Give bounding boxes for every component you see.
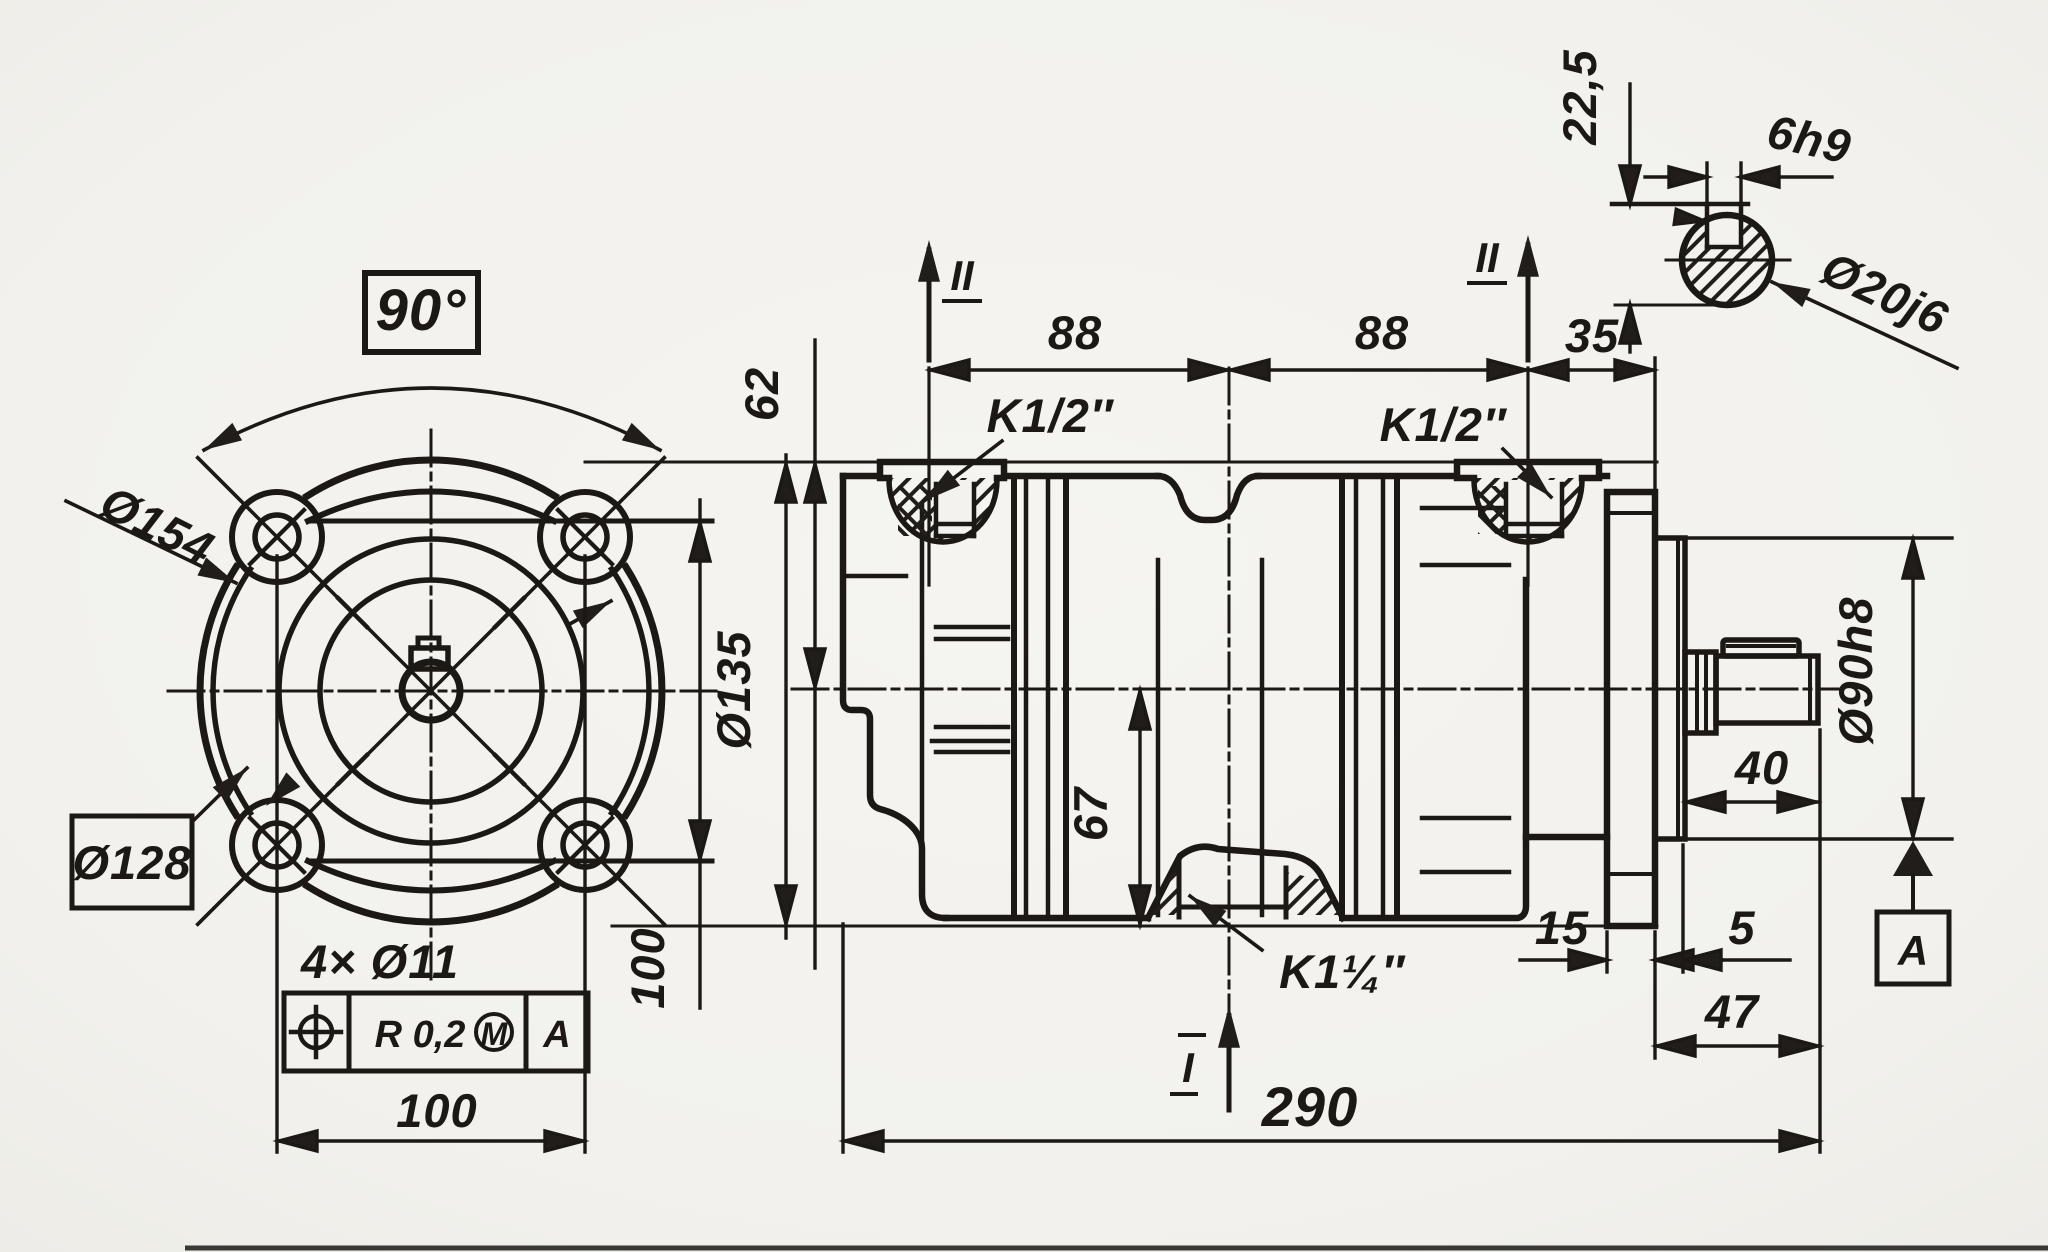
port-label-k12-2: K1/2″ [1380,398,1559,505]
shaft-end-front [398,635,464,724]
dim-spigot-128: Ø128 [69,760,301,911]
dim-dia-135: Ø135 [707,453,798,940]
flange-bridge-arcs [303,488,559,894]
label-k114: K1¼″ [1279,945,1406,998]
dim-290: 290 [841,922,1822,1154]
side-view: II II I 88 88 35 62 [583,234,1954,1154]
label-angle-90: 90° [376,278,467,343]
body-circles [276,536,586,846]
port-k12-1 [877,459,1007,545]
label-dim-62: 62 [735,367,788,421]
label-modifier-m: M [481,1016,509,1052]
label-section-ii-left: II [950,252,975,299]
dim-front-100-horizontal: 100 [275,554,587,1154]
section-ii-left: II [918,240,982,587]
flange-window-chords [308,518,715,864]
label-section-i: I [1182,1044,1195,1091]
label-dim-290: 290 [1261,1075,1358,1138]
label-dim-88-2: 88 [1355,306,1409,359]
dim-47: 47 [1653,728,1822,1154]
label-dim-40: 40 [1734,741,1789,794]
dim-67: 67 [1064,687,1152,928]
label-holes-note: 4× Ø11 [300,935,459,988]
dim-angle-90: 90° [199,270,665,459]
dim-dia-90h8: Ø90h8 [1686,536,1954,841]
body-joint-lines [919,473,1400,921]
port-label-k12-1: K1/2″ [917,389,1115,509]
label-dim-88-1: 88 [1048,306,1102,359]
circle-ticks [335,595,527,787]
dim-40: 40 [1683,741,1820,814]
material-condition-icon: M [474,1012,514,1052]
section-ii-right: II [1467,234,1539,587]
label-front-100-vertical: 100 [621,927,674,1008]
label-dia-135: Ø135 [707,631,760,750]
position-tolerance-icon [288,1004,344,1060]
label-dim-22-5: 22,5 [1553,49,1606,145]
label-dim-47: 47 [1704,985,1760,1038]
label-k12-2: K1/2″ [1380,398,1508,451]
label-tolerance-value: R 0,2 [375,1014,466,1056]
port-k114 [1150,855,1341,920]
label-dim-5: 5 [1728,901,1755,954]
tolerance-frame: R 0,2 M A [281,990,591,1074]
datum-a: A [1874,841,1952,987]
label-dia-90h8: Ø90h8 [1829,597,1882,746]
shaft-side [1713,637,1821,726]
dim-front-100-vertical: 100 [621,498,712,1010]
label-front-100-horizontal: 100 [396,1084,477,1137]
dim-62: 62 [735,338,827,970]
section-i: I [1170,1006,1240,1113]
label-dim-35: 35 [1565,309,1619,362]
internal-bore-lines [845,505,1512,875]
dim-chain-top: 88 88 35 [927,306,1657,492]
label-datum-a: A [1897,927,1928,974]
shaft-collar [1682,649,1719,736]
label-dim-15: 15 [1535,901,1589,954]
dim-22-5: 22,5 [1553,49,1642,354]
label-section-ii-right: II [1475,234,1500,281]
label-dia-128: Ø128 [73,836,192,889]
port-label-k114: K1¼″ [1183,888,1406,998]
label-datum-ref: A [542,1014,570,1056]
label-k12-1: K1/2″ [987,389,1115,442]
label-dim-67: 67 [1064,786,1117,841]
dim-5: 5 [1681,843,1792,974]
